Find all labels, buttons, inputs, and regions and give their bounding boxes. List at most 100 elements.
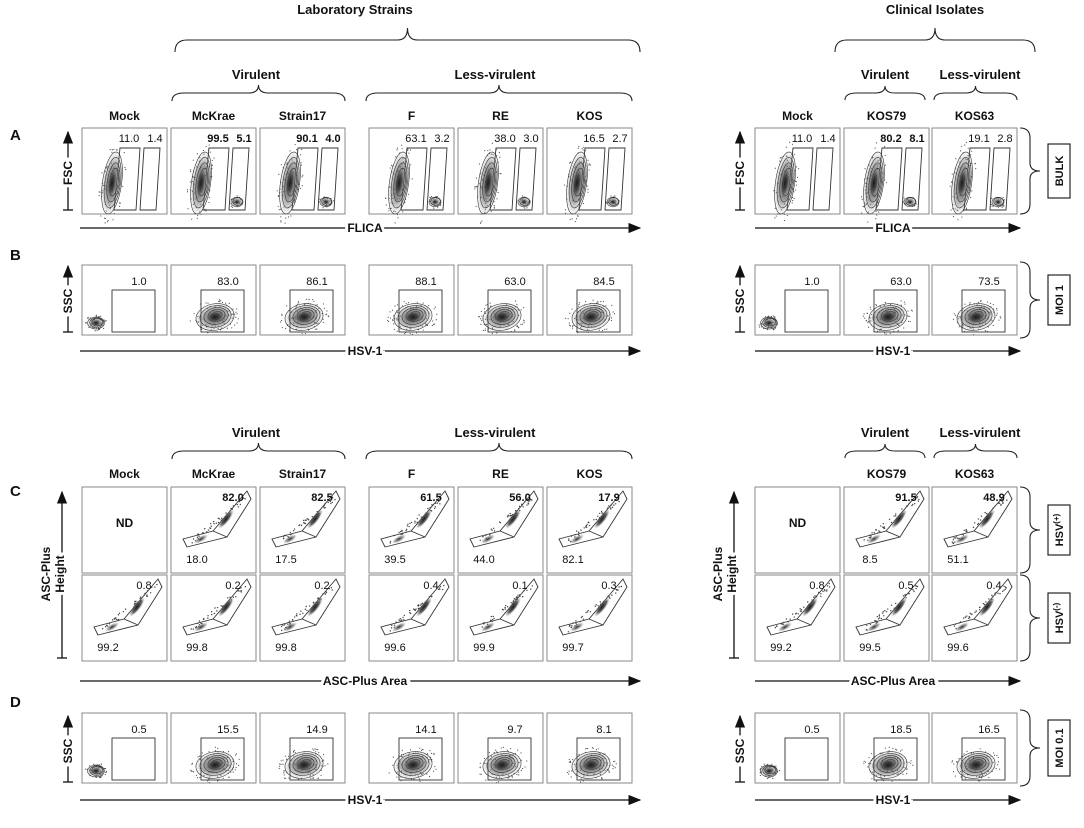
event-dot [107, 219, 109, 222]
event-dot [964, 303, 966, 305]
event-dot [198, 620, 201, 622]
event-dot [767, 777, 769, 780]
event-dot [237, 506, 240, 508]
event-dot [210, 613, 213, 616]
event-dot [518, 327, 520, 329]
event-dot [235, 754, 237, 756]
event-dot [217, 747, 219, 749]
event-dot [209, 522, 212, 525]
event-dot [104, 222, 106, 224]
event-dot [571, 325, 574, 327]
event-dot [875, 529, 877, 531]
event-dot [774, 167, 776, 169]
event-dot [412, 608, 415, 610]
density-contour [608, 197, 619, 206]
event-dot [610, 195, 612, 197]
density-contour [956, 303, 996, 331]
event-dot [516, 303, 518, 306]
column-name-c-1: McKrae [192, 467, 236, 481]
event-dot [795, 612, 798, 614]
event-dot [407, 302, 410, 304]
event-dot [868, 757, 870, 759]
event-dot [613, 313, 616, 315]
event-dot [291, 619, 294, 621]
event-dot [282, 536, 285, 538]
positive-gate [784, 737, 829, 781]
event-dot [775, 215, 777, 217]
event-dot [995, 768, 997, 770]
event-dot [787, 621, 789, 623]
event-dot [864, 317, 866, 319]
event-dot [322, 593, 324, 595]
event-dot [578, 303, 580, 306]
not-detected-label: ND [789, 516, 807, 530]
gate-percent: 18.5 [890, 724, 911, 736]
event-dot [98, 195, 100, 197]
event-dot [586, 331, 588, 333]
event-dot [871, 778, 873, 780]
event-dot [568, 324, 571, 326]
event-dot [865, 320, 867, 322]
event-dot [791, 143, 794, 145]
event-dot [388, 207, 390, 210]
event-dot [111, 149, 113, 151]
event-dot [208, 144, 210, 146]
density-contour [232, 197, 243, 206]
event-dot [588, 169, 590, 171]
event-dot [296, 613, 298, 615]
gate-left-percent: 80.2 [880, 133, 901, 145]
axis-fsc-lab-label: FSC [61, 161, 75, 185]
event-dot [210, 611, 213, 613]
panel-frame [170, 574, 257, 662]
event-dot [212, 520, 215, 523]
event-dot [599, 512, 601, 515]
event-dot [115, 209, 117, 211]
side-bulk-box [1047, 143, 1071, 199]
density-core [129, 597, 145, 617]
event-dot [297, 778, 300, 780]
event-dot [208, 778, 210, 781]
event-dot [807, 601, 809, 603]
event-dot [283, 770, 285, 772]
event-dot [579, 620, 581, 623]
event-dot [774, 317, 776, 319]
event-dot [313, 749, 315, 751]
event-dot [863, 762, 865, 764]
event-dot [325, 313, 327, 316]
event-dot [883, 780, 885, 782]
event-dot [317, 777, 319, 779]
density-contour [388, 151, 410, 215]
panel-b-lab-3: 88.1 [368, 264, 455, 336]
event-dot [506, 516, 509, 518]
density-contour [490, 307, 516, 325]
density-contour [292, 307, 318, 325]
event-dot [979, 300, 982, 302]
event-dot [613, 504, 615, 506]
event-dot [197, 533, 199, 535]
upper-gate-percent: 0.8 [809, 580, 824, 592]
event-dot [280, 216, 282, 218]
event-dot [84, 768, 87, 770]
event-dot [391, 309, 394, 311]
event-dot [283, 772, 285, 774]
event-dot [902, 773, 904, 775]
event-dot [190, 769, 192, 771]
event-dot [324, 765, 326, 767]
event-dot [952, 318, 955, 320]
event-dot [568, 538, 570, 540]
event-dot [122, 610, 125, 613]
event-dot [288, 620, 291, 622]
event-dot [280, 625, 283, 628]
density-core [107, 168, 117, 198]
event-dot [1002, 499, 1005, 501]
gate-divider [885, 618, 901, 626]
event-dot [491, 332, 493, 335]
header-virulent-lab-a: Virulent [232, 67, 281, 82]
event-dot [875, 142, 878, 144]
gate-divider [499, 530, 515, 538]
axis-hsv1-d-lab-label: HSV-1 [348, 793, 383, 807]
event-dot [863, 313, 865, 315]
event-dot [388, 772, 390, 774]
